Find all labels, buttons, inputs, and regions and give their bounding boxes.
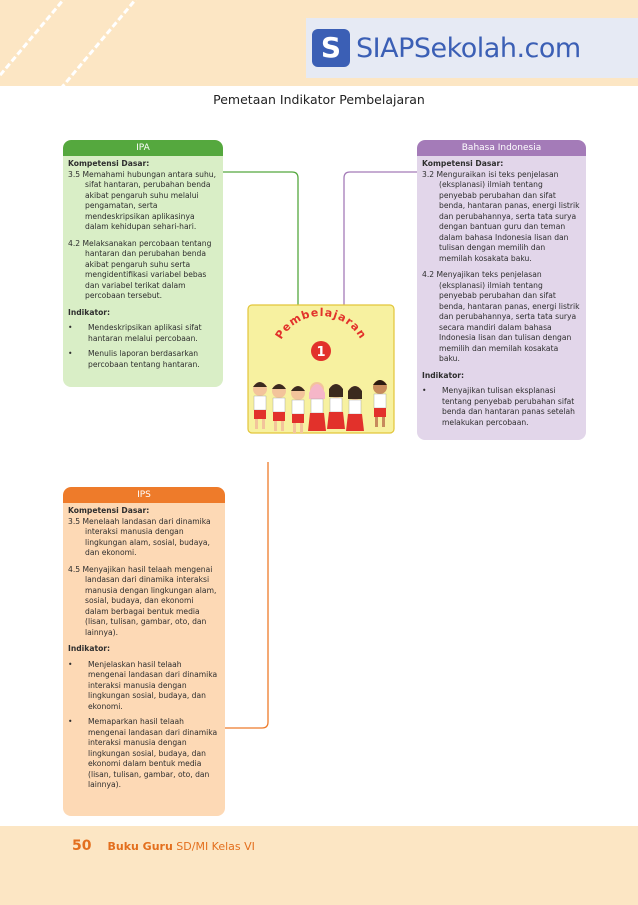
ips-card: IPS Kompetensi Dasar: 3.5 Menelaah landa… (63, 487, 225, 816)
ipa-card-title: IPA (63, 140, 223, 156)
ipa-kd-item: 4.2 Melaksanakan percobaan tentang hanta… (68, 238, 212, 301)
bullet-icon: • (422, 386, 427, 395)
bullet-icon: • (68, 717, 73, 726)
ips-indicator-text: Memaparkan hasil telaah mengenai landasa… (88, 717, 218, 789)
ips-card-title: IPS (63, 487, 225, 503)
ipa-indicator-text: Menulis laporan berdasarkan percobaan te… (88, 349, 200, 369)
brand-name: SIAPSekolah.com (356, 32, 581, 64)
footer: 50 Buku Guru SD/MI Kelas VI (72, 838, 255, 854)
child-figure (253, 382, 267, 429)
bahasa-card-title: Bahasa Indonesia (417, 140, 586, 156)
bahasa-indicator-text: Menyajikan tulisan eksplanasi tentang pe… (442, 386, 575, 427)
bahasa-indicator-item: • Menyajikan tulisan eksplanasi tentang … (422, 386, 580, 428)
ips-indicator-text: Menjelaskan hasil telaah mengenai landas… (88, 659, 218, 711)
lesson-number: 1 (316, 345, 325, 360)
connector-bahasa (343, 171, 417, 312)
bahasa-kd-item: 4.2 Menyajikan teks penjelasan (eksplana… (422, 270, 580, 363)
child-figure (373, 380, 387, 427)
bahasa-kd-item: 3.2 Menguraikan isi teks penjelasan (eks… (422, 169, 580, 263)
ips-kd-title: Kompetensi Dasar: (68, 506, 150, 515)
lesson-illustration: 1 Pembelajaran (247, 304, 395, 434)
child-figure (308, 382, 326, 431)
ipa-indicator-item: • Menulis laporan berdasarkan percobaan … (68, 349, 217, 370)
ips-indicator-title: Indikator: (68, 644, 111, 653)
ips-kd-item: 3.5 Menelaah landasan dari dinamika inte… (68, 516, 211, 558)
child-figure (291, 386, 305, 433)
ipa-indicator-text: Mendeskripsikan aplikasi sifat hantaran … (88, 323, 202, 343)
bullet-icon: • (68, 349, 73, 358)
ips-indicator-item: • Memaparkan hasil telaah mengenai landa… (68, 717, 219, 791)
ipa-indicator-title: Indikator: (68, 307, 111, 317)
bullet-icon: • (68, 323, 73, 332)
page-number: 50 (72, 838, 92, 854)
lesson-number-badge (311, 341, 331, 361)
book-title-bold: Buku Guru (107, 840, 173, 853)
ipa-indicator-item: • Mendeskripsikan aplikasi sifat hantara… (68, 323, 217, 344)
connector-ips (225, 462, 269, 729)
children-group (253, 380, 387, 433)
ipa-kd-item: 3.5 Memahami hubungan antara suhu, sifat… (68, 169, 217, 232)
bahasa-indicator-title: Indikator: (422, 370, 465, 380)
footer-band (0, 826, 638, 905)
book-title-rest: SD/MI Kelas VI (176, 840, 255, 853)
child-figure (272, 384, 286, 431)
ipa-kd-title: Kompetensi Dasar: (68, 159, 150, 168)
bahasa-card: Bahasa Indonesia Kompetensi Dasar: 3.2 M… (417, 140, 586, 440)
page-title: Pemetaan Indikator Pembelajaran (213, 92, 425, 107)
brand-logo[interactable]: S SIAPSekolah.com (306, 18, 638, 78)
ips-kd-item: 4.5 Menyajikan hasil telaah mengenai lan… (68, 564, 217, 637)
bahasa-kd-title: Kompetensi Dasar: (422, 159, 504, 168)
ips-indicator-item: • Menjelaskan hasil telaah mengenai land… (68, 660, 219, 713)
bullet-icon: • (68, 659, 73, 669)
child-figure (346, 386, 364, 431)
ipa-card: IPA Kompetensi Dasar: 3.5 Memahami hubun… (63, 140, 223, 387)
connector-ipa (223, 171, 299, 312)
book-title: Buku Guru SD/MI Kelas VI (107, 840, 254, 853)
child-figure (327, 384, 345, 429)
brand-s-icon: S (312, 29, 350, 67)
